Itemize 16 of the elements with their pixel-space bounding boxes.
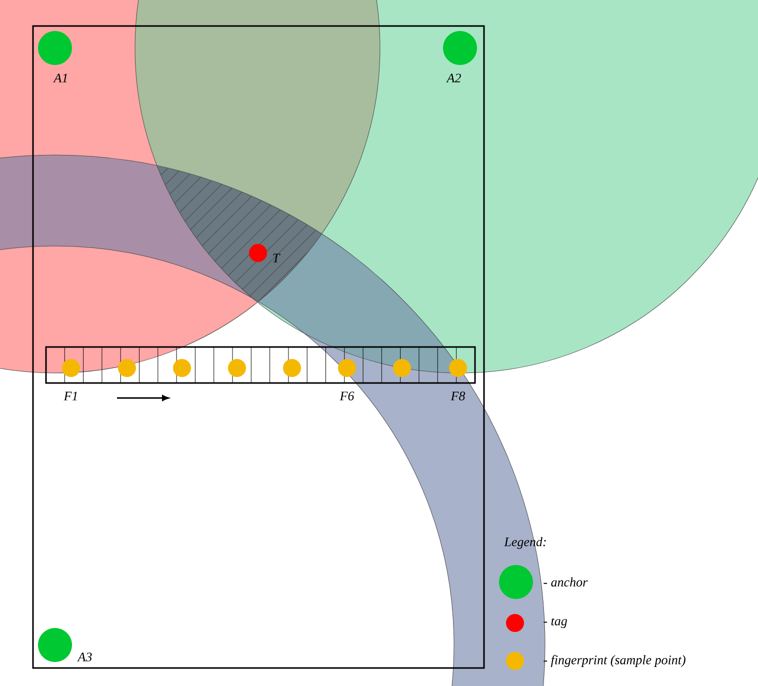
point-label: F8 <box>450 392 466 400</box>
point-label: A2 <box>446 74 461 82</box>
sample-dot <box>228 359 246 377</box>
sample-dot <box>173 359 191 377</box>
legend-text: - tag <box>544 618 568 628</box>
legend-text: - anchor <box>544 577 588 587</box>
legend-title: Legend: <box>504 537 546 549</box>
sample-dot <box>118 359 136 377</box>
point-label: F1 <box>64 392 77 400</box>
point-label: F6 <box>340 392 354 400</box>
point-label: A3 <box>77 652 92 662</box>
point-label: T <box>273 254 280 262</box>
sample-dot <box>393 359 411 377</box>
sample-dot <box>283 359 301 377</box>
point-label: A1 <box>53 74 67 82</box>
legend-text: - fingerprint (sample point) <box>544 655 686 667</box>
